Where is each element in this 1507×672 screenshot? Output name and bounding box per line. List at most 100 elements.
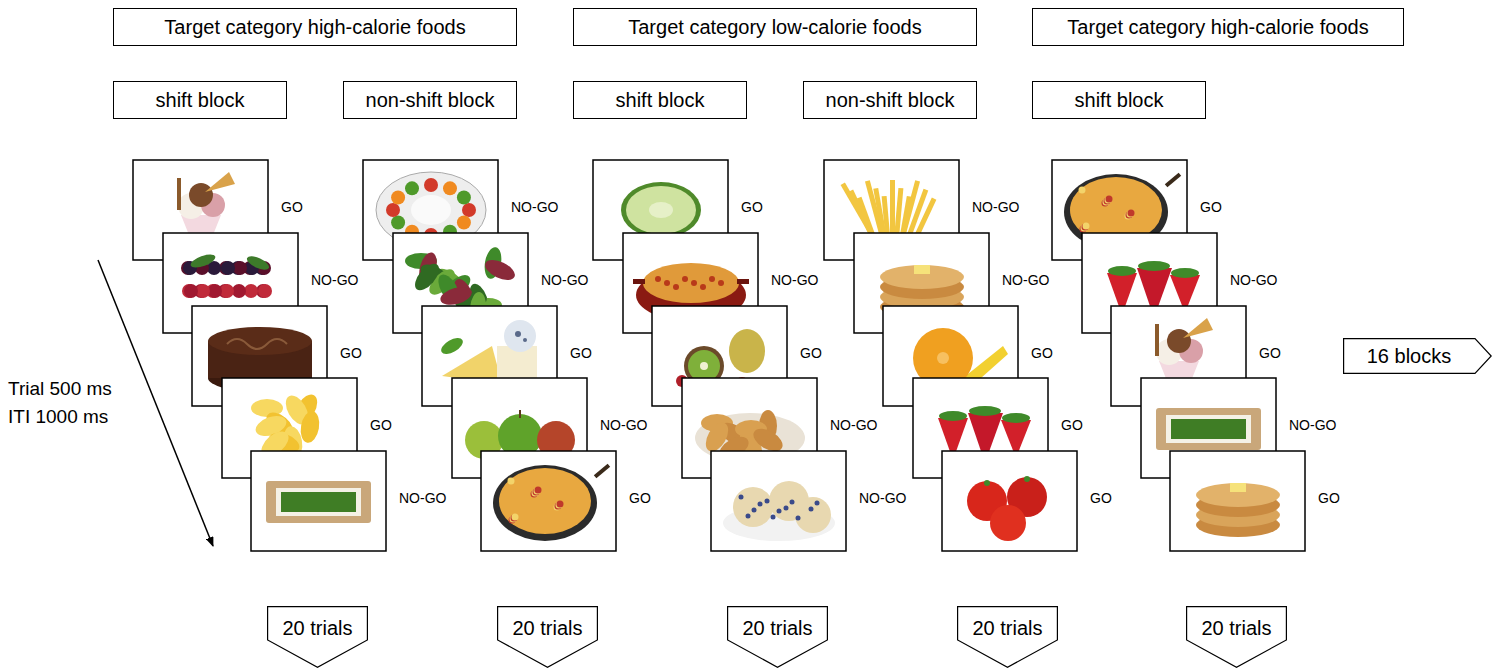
response-label: NO-GO — [1289, 417, 1336, 433]
food-shape — [499, 468, 591, 534]
response-label: GO — [1061, 417, 1083, 433]
text-holder: 16 blocks — [1343, 338, 1475, 374]
response-label: GO — [1031, 345, 1053, 361]
food-shape — [1106, 196, 1113, 203]
food-card — [1170, 451, 1305, 551]
block-type-box: shift block — [113, 81, 287, 119]
response-label: GO — [741, 199, 763, 215]
food-shape — [196, 284, 210, 298]
text-holder: 20 trials — [957, 606, 1058, 650]
food-shape — [208, 284, 222, 298]
arrow-shape — [728, 607, 828, 668]
box-text: non-shift block — [826, 89, 955, 112]
food-shape — [1167, 329, 1191, 353]
food-shape — [457, 216, 471, 230]
box-text: 16 blocks — [1367, 345, 1452, 368]
food-shape — [664, 280, 670, 286]
response-label: NO-GO — [541, 272, 588, 288]
trial-count-arrow: 20 trials — [1186, 606, 1287, 668]
response-label: NO-GO — [1002, 272, 1049, 288]
food-shape — [534, 488, 541, 495]
food-shape — [276, 488, 361, 516]
food-shape — [655, 276, 661, 282]
text-holder: non-shift block — [804, 82, 976, 118]
food-shape — [232, 284, 246, 298]
food-shape — [752, 508, 757, 513]
response-label: GO — [570, 345, 592, 361]
food-shape — [244, 284, 258, 298]
food-shape — [718, 280, 724, 286]
food-card — [711, 451, 846, 551]
food-shape — [438, 284, 473, 308]
box-text: shift block — [1075, 89, 1164, 112]
food-shape — [771, 515, 776, 520]
food-shape — [691, 280, 697, 286]
food-shape — [519, 410, 521, 418]
food-shape — [1024, 476, 1030, 482]
food-shape — [443, 181, 457, 195]
food-shape — [711, 451, 846, 551]
box-text: shift block — [616, 89, 705, 112]
food-shape — [937, 352, 949, 364]
food-shape — [281, 492, 356, 512]
text-holder: 20 trials — [497, 606, 598, 650]
food-shape — [673, 284, 679, 290]
timing-label: Trial 500 ms — [8, 378, 112, 400]
arrow-shape — [268, 607, 368, 668]
food-shape — [1171, 268, 1199, 278]
target-category-box: Target category low-calorie foods — [573, 8, 977, 46]
food-shape — [1079, 187, 1086, 194]
food-shape — [815, 501, 820, 506]
food-shape — [939, 411, 967, 421]
block-count-arrow: 16 blocks — [1343, 338, 1492, 374]
food-shape — [457, 191, 471, 205]
food-shape — [1128, 210, 1135, 217]
food-shape — [1170, 451, 1305, 551]
food-shape — [688, 350, 720, 382]
box-text: non-shift block — [366, 89, 495, 112]
response-label: GO — [1318, 490, 1340, 506]
box-text: Target category low-calorie foods — [628, 16, 921, 39]
food-shape — [227, 339, 287, 349]
text-holder: 20 trials — [267, 606, 368, 650]
food-shape — [795, 497, 831, 533]
food-shape — [1108, 266, 1136, 276]
block-type-box: shift block — [573, 81, 747, 119]
box-text: Target category high-calorie foods — [164, 16, 465, 39]
text-holder: Target category high-calorie foods — [1033, 9, 1403, 45]
food-shape — [1230, 483, 1246, 492]
food-shape — [511, 515, 518, 522]
text-holder: shift block — [114, 82, 286, 118]
food-shape — [682, 276, 688, 282]
arrow-shape — [958, 607, 1058, 668]
food-shape — [890, 180, 895, 235]
food-shape — [481, 451, 616, 551]
food-shape — [765, 499, 770, 504]
food-shape — [258, 284, 272, 298]
food-shape — [796, 516, 801, 521]
food-shape — [1166, 415, 1251, 443]
food-shape — [784, 506, 789, 511]
food-shape — [1156, 408, 1261, 450]
food-shape — [809, 507, 814, 512]
food-card — [942, 451, 1077, 551]
response-label: GO — [800, 345, 822, 361]
food-shape — [205, 172, 235, 192]
response-label: NO-GO — [771, 272, 818, 288]
food-shape — [1082, 224, 1089, 231]
food-shape — [266, 481, 371, 523]
food-shape — [914, 265, 930, 274]
food-shape — [643, 263, 739, 303]
text-holder: non-shift block — [344, 82, 516, 118]
target-category-box: Target category high-calorie foods — [1032, 8, 1404, 46]
response-label: GO — [1259, 345, 1281, 361]
food-shape — [621, 182, 701, 238]
response-label: NO-GO — [511, 199, 558, 215]
food-shape — [942, 451, 1077, 551]
response-label: GO — [281, 199, 303, 215]
food-card — [251, 451, 386, 551]
block-type-box: shift block — [1032, 81, 1206, 119]
timing-label: ITI 1000 ms — [8, 406, 108, 428]
box-text: shift block — [156, 89, 245, 112]
